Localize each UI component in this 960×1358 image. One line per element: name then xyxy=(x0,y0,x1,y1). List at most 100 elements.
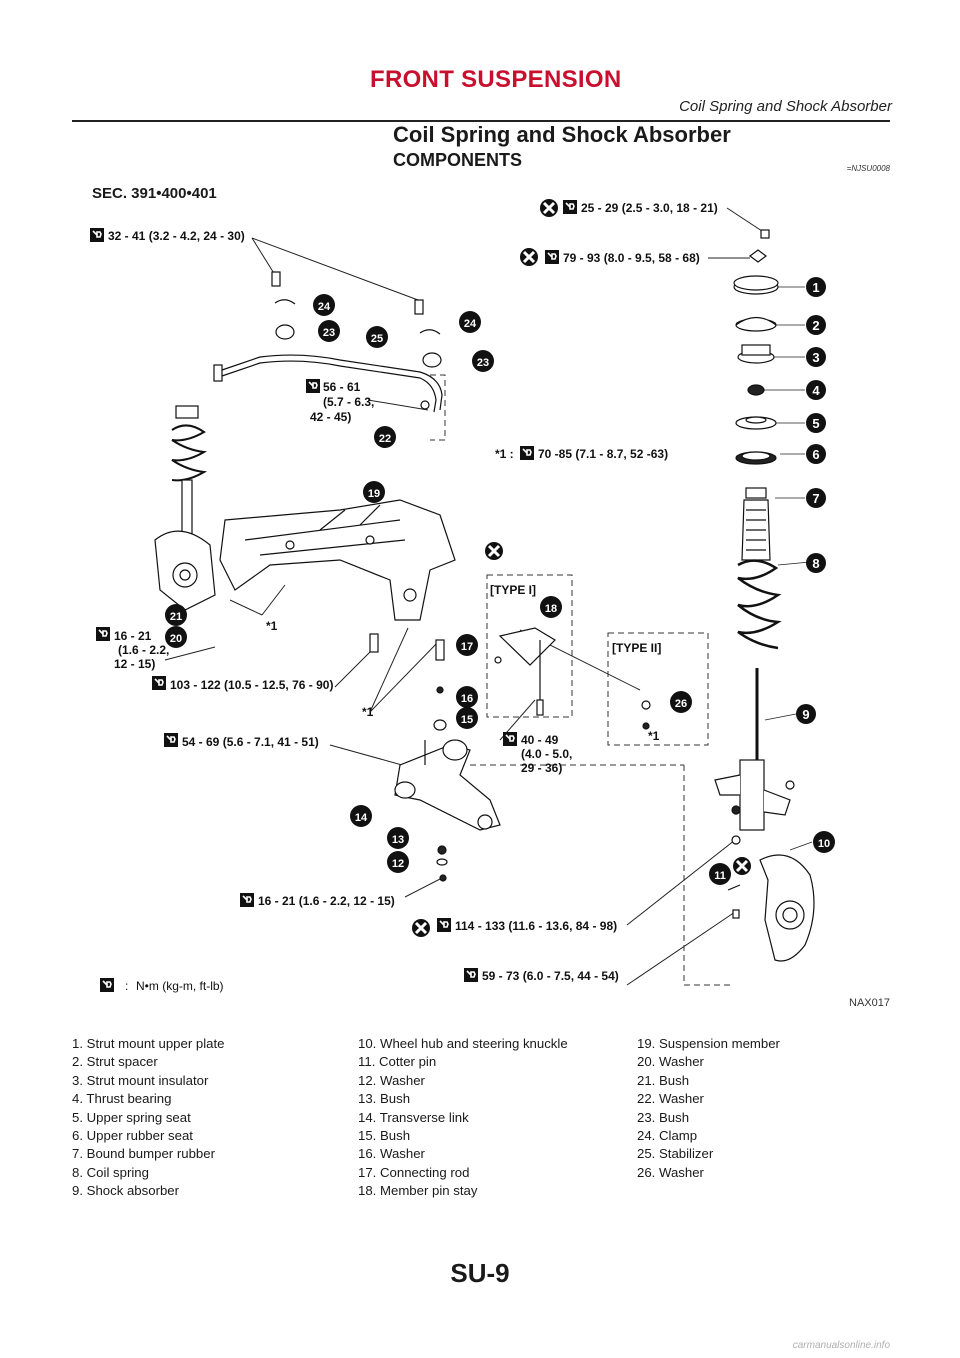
legend-column-3: 19. Suspension member 20. Washer 21. Bus… xyxy=(637,1035,780,1182)
figure-code: NAX017 xyxy=(849,997,890,1009)
callout-3: 3 xyxy=(806,347,826,367)
callout-21: 21 xyxy=(165,604,187,626)
svg-text:12: 12 xyxy=(392,858,404,870)
legend-item: 8. Coil spring xyxy=(72,1164,149,1180)
suspension-member xyxy=(219,499,456,731)
svg-text:23: 23 xyxy=(323,327,335,339)
header-rule xyxy=(72,120,890,122)
torque-wrench-icon xyxy=(89,227,105,243)
legend-item: 9. Shock absorber xyxy=(72,1183,180,1199)
callout-2: 2 xyxy=(806,315,826,335)
no-reuse-icon xyxy=(538,197,560,219)
torque-label: 12 - 15) xyxy=(114,657,155,671)
callout-23b: 23 xyxy=(472,350,494,372)
callout-5: 5 xyxy=(806,413,826,433)
svg-text:16: 16 xyxy=(461,693,473,705)
torque-wrench-icon xyxy=(502,731,518,747)
callout-1: 1 xyxy=(806,277,826,297)
callout-9: 9 xyxy=(796,704,816,724)
subsection-header: Coil Spring and Shock Absorber xyxy=(679,98,892,115)
torque-label: 25 - 29 (2.5 - 3.0, 18 - 21) xyxy=(581,201,718,215)
note-star1: *1 xyxy=(648,729,660,743)
svg-text:10: 10 xyxy=(818,838,830,850)
no-reuse-icon xyxy=(731,855,753,877)
no-reuse-icon xyxy=(518,246,540,268)
unit-label-prefix: : xyxy=(125,979,128,993)
svg-text:25: 25 xyxy=(371,333,383,345)
legend-item: 11. Cotter pin xyxy=(358,1054,437,1070)
svg-text:15: 15 xyxy=(461,714,473,726)
svg-text:11: 11 xyxy=(714,870,726,882)
stabilizer-bar xyxy=(213,271,443,413)
torque-wrench-icon xyxy=(95,626,111,642)
torque-wrench-icon xyxy=(519,445,535,461)
leader-lines xyxy=(164,207,766,986)
svg-text:13: 13 xyxy=(392,834,404,846)
torque-label: 56 - 61 xyxy=(323,380,361,394)
torque-labels: 25 - 29 (2.5 - 3.0, 18 - 21) 32 - 41 (3.… xyxy=(108,201,718,993)
torque-wrench-icon xyxy=(99,977,115,993)
torque-wrench-icon xyxy=(436,917,452,933)
legend-column-2: 10. Wheel hub and steering knuckle 11. C… xyxy=(358,1035,568,1201)
torque-wrench-icon xyxy=(544,249,560,265)
callout-11: 11 xyxy=(709,863,731,885)
legend-item: 2. Strut spacer xyxy=(72,1054,158,1070)
legend-item: 24. Clamp xyxy=(637,1128,698,1144)
svg-text:22: 22 xyxy=(379,433,391,445)
callout-6: 6 xyxy=(806,444,826,464)
callout-25: 25 xyxy=(366,326,388,348)
watermark: carmanualsonline.info xyxy=(792,1340,890,1351)
torque-label: 59 - 73 (6.0 - 7.5, 44 - 54) xyxy=(482,969,619,983)
torque-label: 70 -85 (7.1 - 8.7, 52 -63) xyxy=(538,447,668,461)
callout-24b: 24 xyxy=(459,311,481,333)
note-star1: *1 xyxy=(266,619,278,633)
legend-item: 20. Washer xyxy=(637,1054,704,1070)
svg-text:14: 14 xyxy=(355,812,368,824)
no-reuse-icon xyxy=(410,917,432,939)
svg-text:6: 6 xyxy=(812,447,819,462)
strut-assembly xyxy=(714,229,815,962)
legend-item: 6. Upper rubber seat xyxy=(72,1128,193,1144)
svg-text:4: 4 xyxy=(812,383,820,398)
callout-10: 10 xyxy=(813,831,835,853)
svg-text:19: 19 xyxy=(368,488,380,500)
callout-badges: 1 2 3 4 5 6 7 8 9 10 11 12 13 14 15 16 1… xyxy=(165,277,835,885)
section-label: SEC. 391•400•401 xyxy=(92,185,217,202)
torque-wrench-icon xyxy=(239,892,255,908)
svg-text:24: 24 xyxy=(318,301,331,313)
svg-text:17: 17 xyxy=(461,641,473,653)
legend-item: 4. Thrust bearing xyxy=(72,1091,172,1107)
no-reuse-icon xyxy=(483,540,505,562)
callout-19: 19 xyxy=(363,481,385,503)
torque-wrench-icon xyxy=(151,675,167,691)
torque-label: 103 - 122 (10.5 - 12.5, 76 - 90) xyxy=(170,678,333,692)
legend-item: 14. Transverse link xyxy=(358,1109,469,1125)
type2-label: [TYPE II] xyxy=(612,641,661,655)
callout-17: 17 xyxy=(456,634,478,656)
legend-item: 17. Connecting rod xyxy=(358,1164,470,1180)
svg-text:18: 18 xyxy=(545,603,557,615)
torque-label-prefix: *1 : xyxy=(495,447,514,461)
legend-item: 15. Bush xyxy=(358,1128,411,1144)
svg-text:8: 8 xyxy=(812,556,819,571)
callout-12: 12 xyxy=(387,851,409,873)
torque-label: (4.0 - 5.0, xyxy=(521,747,572,761)
legend-item: 26. Washer xyxy=(637,1164,704,1180)
legend-item: 18. Member pin stay xyxy=(358,1183,478,1199)
legend-item: 23. Bush xyxy=(637,1109,690,1125)
callout-24: 24 xyxy=(313,294,335,316)
legend-item: 1. Strut mount upper plate xyxy=(72,1036,225,1051)
legend-item: 22. Washer xyxy=(637,1091,704,1107)
member-pin-stay xyxy=(494,627,651,730)
components-heading: COMPONENTS xyxy=(393,150,523,170)
torque-label: 40 - 49 xyxy=(521,733,559,747)
callout-16: 16 xyxy=(456,686,478,708)
torque-label: 114 - 133 (11.6 - 13.6, 84 - 98) xyxy=(455,919,617,933)
torque-label: 32 - 41 (3.2 - 4.2, 24 - 30) xyxy=(108,229,245,243)
exploded-diagram: 1 2 3 4 5 6 7 8 9 10 11 12 13 14 15 16 1… xyxy=(89,197,835,993)
svg-text:26: 26 xyxy=(675,698,687,710)
callout-4: 4 xyxy=(806,380,826,400)
callout-7: 7 xyxy=(806,488,826,508)
torque-label: 16 - 21 xyxy=(114,629,152,643)
svg-text:21: 21 xyxy=(170,611,182,623)
